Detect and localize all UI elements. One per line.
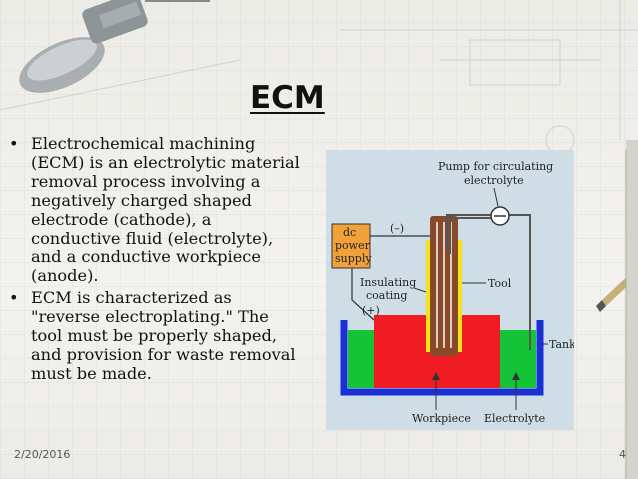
dc-power-box [331, 223, 371, 269]
insulating-label: coating [366, 289, 407, 302]
positive-sign: (+) [362, 304, 380, 317]
tool-electrode [430, 216, 458, 356]
pump-icon [490, 206, 510, 226]
electrolyte-label: Electrolyte [484, 412, 545, 425]
negative-sign: (–) [390, 222, 404, 235]
bullet-text: Electrochemical machining (ECM) is an el… [31, 134, 300, 286]
pump-label: electrolyte [464, 174, 524, 187]
slide-number: 4 [619, 448, 626, 461]
tank-label: Tank [549, 338, 574, 351]
pump-pipe [446, 214, 531, 350]
electrolyte-left [348, 330, 374, 388]
insulating-label: Insulating [360, 276, 416, 289]
bullet-item: • ECM is characterized as "reverse elect… [8, 288, 304, 384]
dc-label: supply [335, 252, 372, 265]
slide-date: 2/20/2016 [14, 448, 71, 461]
bullet-icon: • [9, 288, 19, 308]
positive-wire [351, 268, 375, 321]
tank [340, 320, 544, 396]
lamp-illustration [19, 0, 210, 93]
bullet-item: • Electrochemical machining (ECM) is an … [8, 134, 304, 286]
bullet-text: ECM is characterized as "reverse electro… [31, 288, 296, 383]
bullet-list: • Electrochemical machining (ECM) is an … [8, 134, 304, 387]
workpiece-label: Workpiece [412, 412, 471, 425]
ecm-diagram: dc power supply (–) (+) Pump for circula… [326, 150, 574, 430]
pump-label: Pump for circulating [438, 160, 553, 173]
pencil-illustration [596, 140, 638, 479]
dc-label: power [335, 239, 371, 252]
dc-label: dc [343, 226, 356, 239]
slide-title: ECM [250, 80, 325, 116]
bullet-icon: • [9, 134, 19, 153]
tool-label: Tool [488, 277, 512, 290]
